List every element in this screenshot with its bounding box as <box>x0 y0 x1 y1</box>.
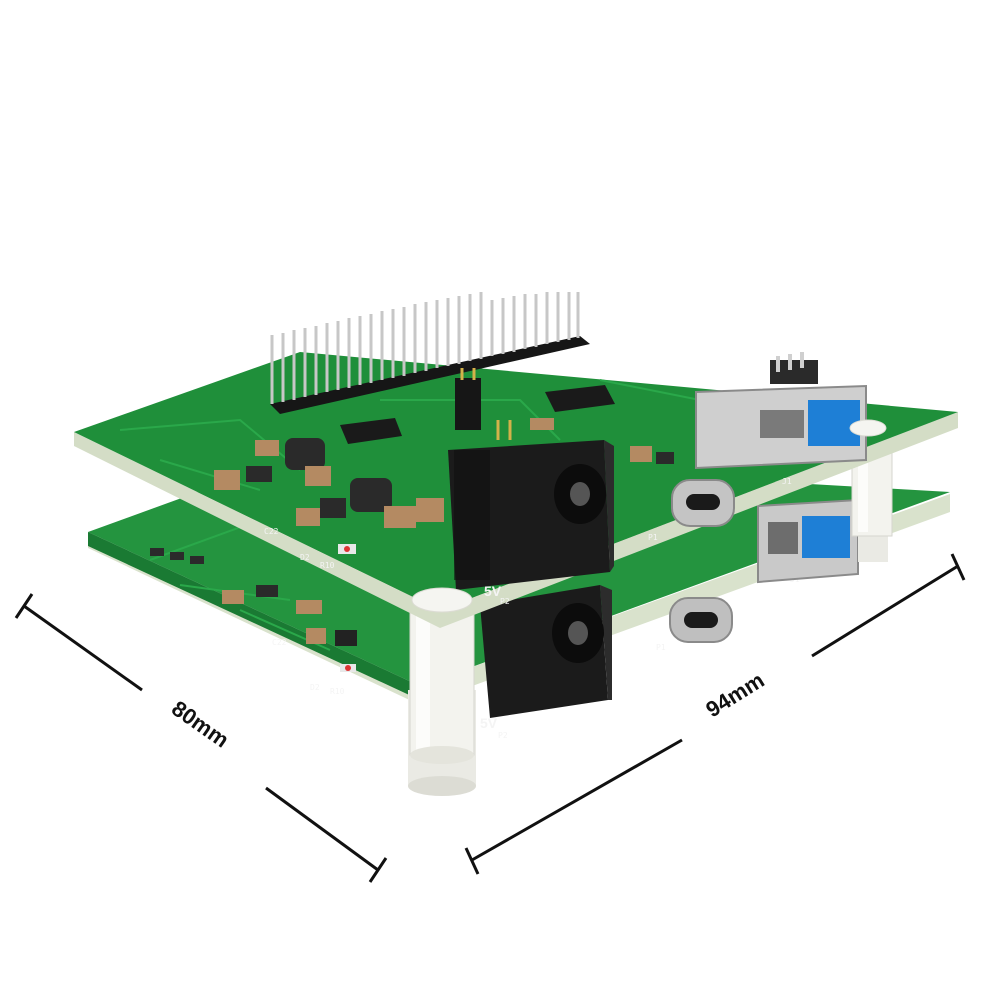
standoff-front <box>409 604 475 764</box>
usb-a-port-lower <box>757 498 859 584</box>
upper-pcb-board: D2 R10 C22 P1 J1 5V P2 <box>74 292 958 628</box>
inductor <box>285 438 325 470</box>
dc-barrel-jack-lower <box>480 585 612 718</box>
silk-5v-top: 5V <box>484 583 502 599</box>
usb-c-port-lower <box>669 597 733 643</box>
capacitor <box>222 590 244 604</box>
silk-res-ref-top: R10 <box>320 561 335 570</box>
silk-led-ref-top: D2 <box>300 553 310 562</box>
dimension-label-length: 94mm <box>701 667 768 722</box>
silk-cap-ref-bottom: C22 <box>272 638 287 647</box>
silk-usbc-ref-top: P1 <box>648 533 658 542</box>
silk-jack-ref-bottom: P2 <box>498 731 508 740</box>
usb-c-port-upper <box>671 479 735 527</box>
silk-jack-ref-top: P2 <box>500 597 510 606</box>
usb-a-port-upper <box>695 352 867 470</box>
dc-barrel-jack-upper <box>448 440 614 590</box>
dimension-label-width: 80mm <box>167 696 233 753</box>
inductor <box>350 478 392 512</box>
silk-cap-ref-top: C22 <box>264 527 279 536</box>
silk-5v-bottom: 5V <box>480 715 498 731</box>
silk-usbc-ref-bottom: P1 <box>656 643 666 652</box>
ic-chip-main <box>545 385 615 412</box>
silk-led-ref-bottom: D2 <box>310 683 320 692</box>
silk-usba-ref-top: J1 <box>782 477 792 486</box>
gpio-header-pins <box>270 292 590 414</box>
ic-chip-soic <box>340 418 402 444</box>
silk-res-ref-bottom: R10 <box>330 687 345 696</box>
